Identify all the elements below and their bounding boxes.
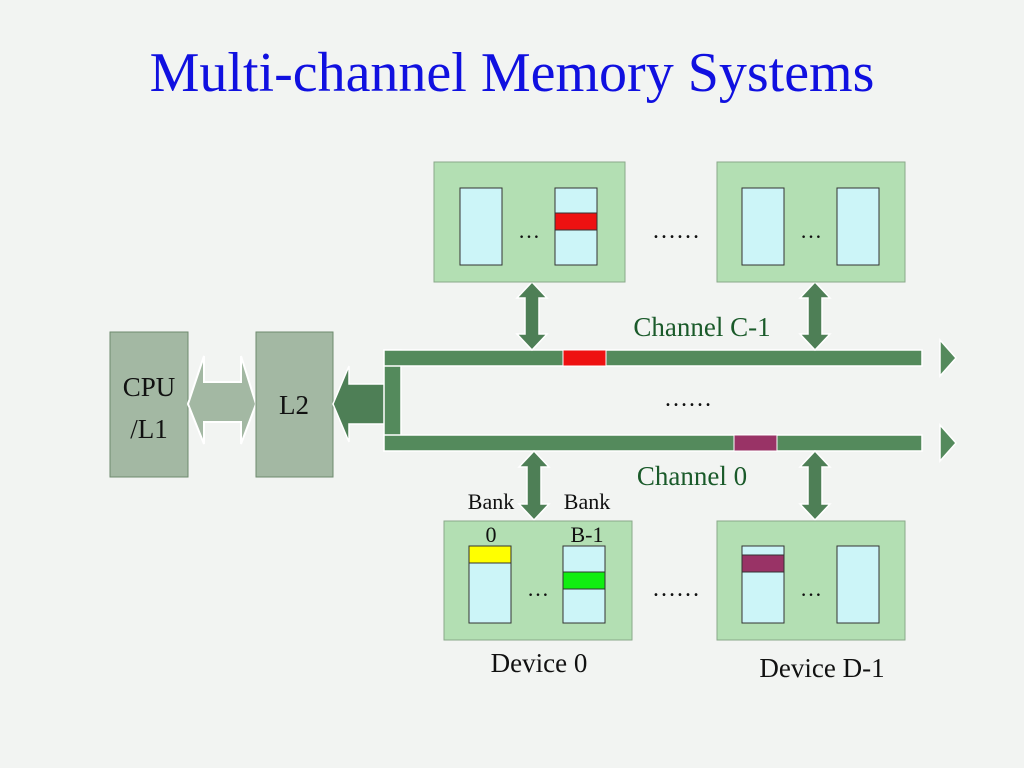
bottom-right-device-arrow	[798, 449, 832, 522]
banks-ellipsis: …	[800, 218, 822, 243]
slide-title: Multi-channel Memory Systems	[149, 42, 875, 104]
device-top-left: …	[433, 161, 626, 283]
channel-top-request	[562, 349, 607, 367]
l2-block: L2	[255, 331, 334, 478]
bank-last-label-line2: B-1	[571, 522, 604, 547]
l2-bus-arrow	[332, 365, 387, 443]
device-bottom-left: …	[443, 520, 633, 641]
channel-top-arrowhead	[939, 338, 958, 378]
banks-ellipsis: …	[527, 576, 549, 601]
top-left-device-arrow	[515, 280, 549, 352]
bank-first-label-line1: Bank	[468, 489, 514, 514]
device-first-label: Device 0	[491, 648, 588, 678]
device-top-right: …	[716, 161, 906, 283]
devices-ellipsis-top: ……	[652, 218, 700, 244]
bank-last-label-line1: Bank	[564, 489, 610, 514]
bank	[459, 187, 503, 266]
bank	[836, 545, 880, 624]
bank	[741, 187, 785, 266]
channel-bus	[332, 338, 958, 463]
l2-label: L2	[279, 390, 309, 420]
cpu-label-line1: CPU	[123, 372, 176, 402]
channel-top-label: Channel C-1	[633, 312, 770, 342]
banks-ellipsis: …	[518, 218, 540, 243]
top-right-device-arrow	[798, 280, 832, 352]
channel-bottom-request	[733, 434, 778, 452]
bank-row-highlight-maroon	[741, 554, 785, 573]
bank-row-highlight-yellow	[468, 545, 512, 564]
cpu-label-line2: /L1	[130, 414, 168, 444]
cpu-l1-block: CPU /L1	[109, 331, 189, 478]
device-bus-arrows	[515, 280, 832, 522]
device-bottom-right: …	[716, 520, 906, 641]
cpu-l2-double-arrow	[186, 355, 258, 445]
device-last-label: Device D-1	[759, 653, 884, 683]
channels-ellipsis: ……	[664, 386, 712, 412]
bank	[836, 187, 880, 266]
bank-row-highlight-red	[554, 212, 598, 231]
channel-bottom-bus	[383, 434, 923, 452]
channel-top-bus	[383, 349, 923, 367]
channel-bottom-label: Channel 0	[637, 461, 747, 491]
banks-ellipsis: …	[800, 576, 822, 601]
bank-row-highlight-green	[562, 571, 606, 590]
bank-first-label-line2: 0	[486, 522, 497, 547]
devices-ellipsis-bottom: ……	[652, 576, 700, 602]
bottom-left-device-arrow	[517, 449, 551, 522]
channel-bottom-arrowhead	[939, 423, 958, 463]
